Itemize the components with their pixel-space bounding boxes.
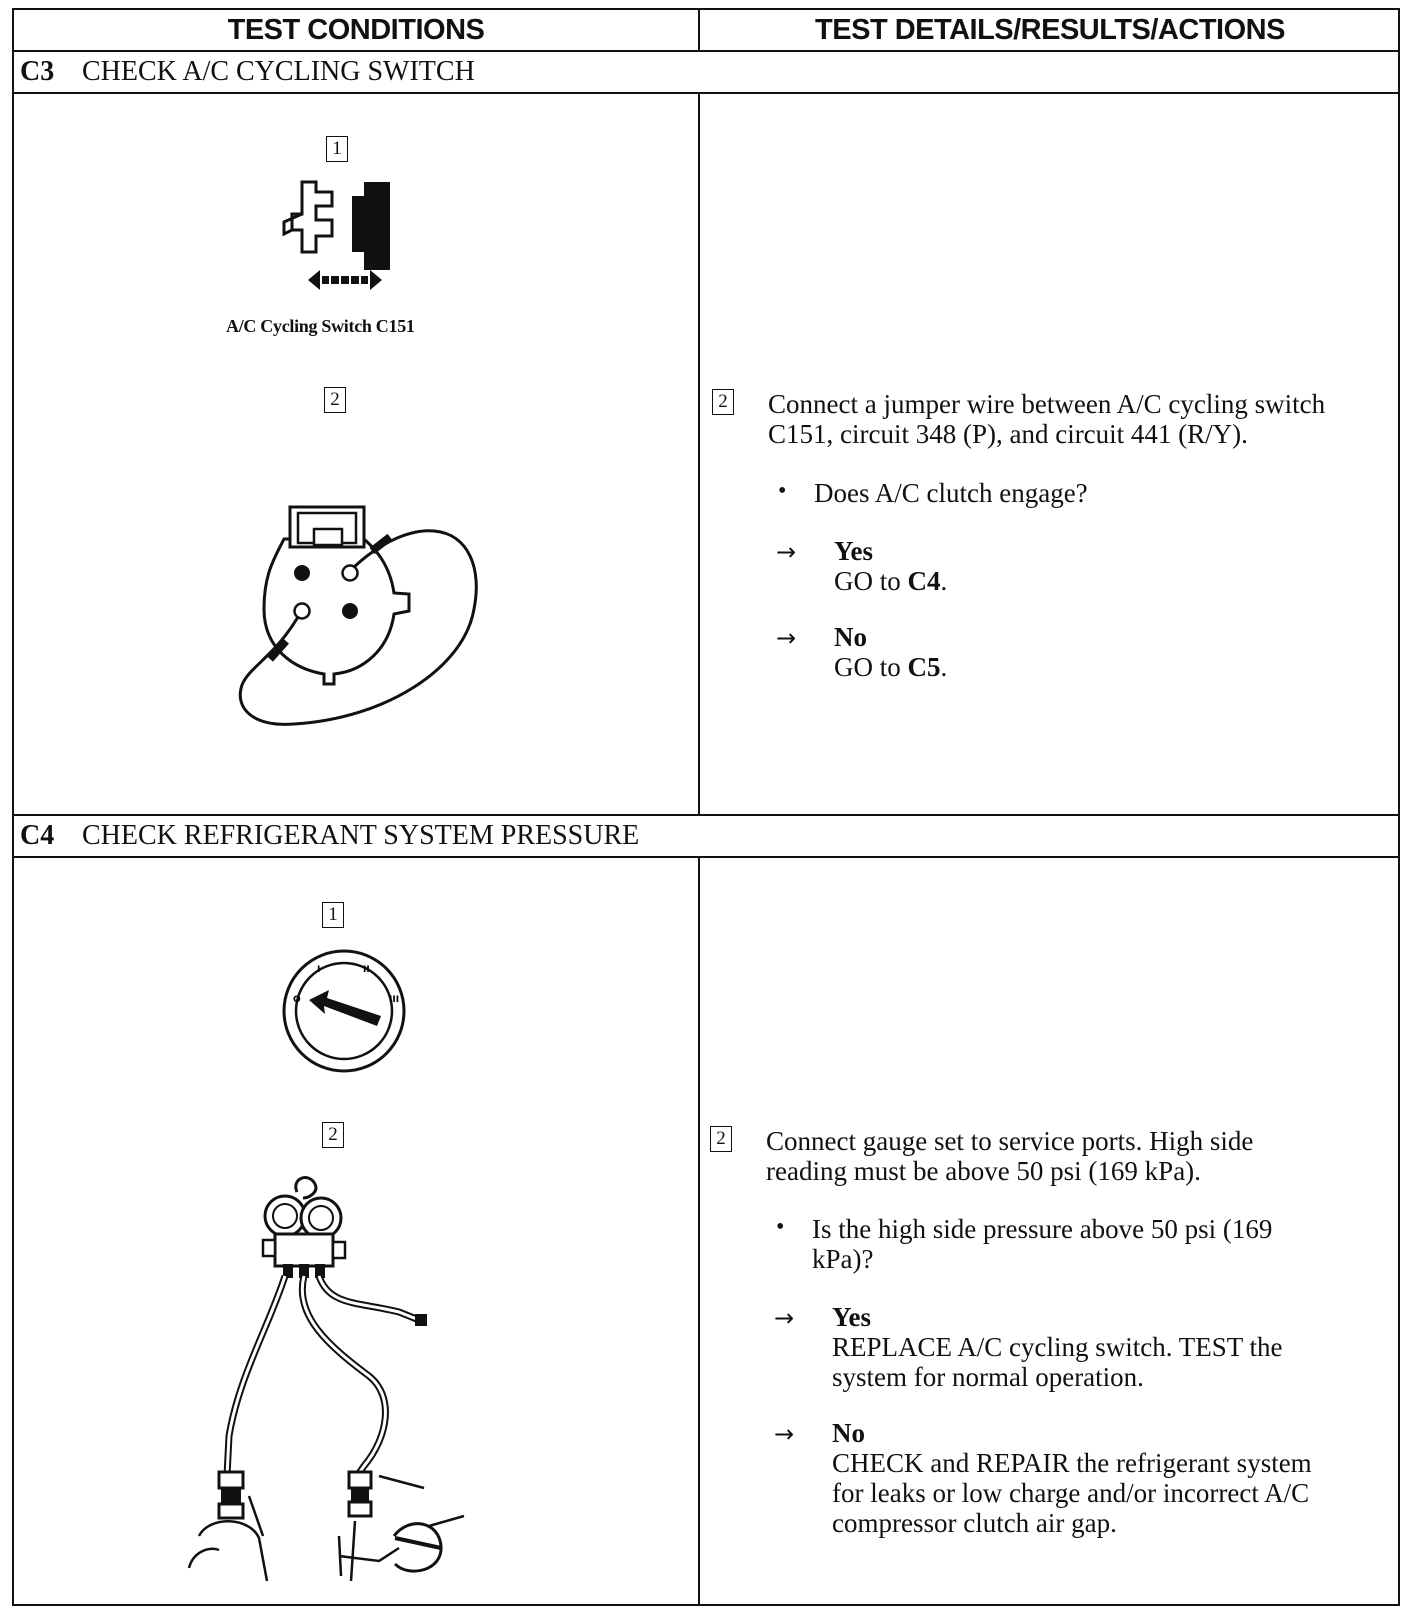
c4-detail-step-box: 2: [710, 1126, 732, 1152]
svg-text:I: I: [317, 965, 320, 975]
c4-answer-no-line-3: compressor clutch air gap.: [832, 1508, 1117, 1538]
c4-instruction-line-1: Connect gauge set to service ports. High…: [766, 1126, 1254, 1156]
c4-answer-yes-label: Yes: [832, 1302, 871, 1332]
c3-yes-target: C4: [907, 566, 941, 596]
section-c3-id: C3: [20, 56, 55, 87]
bullet-icon: •: [778, 478, 787, 504]
c3-detail-step-box: 2: [712, 389, 734, 415]
c3-answer-yes-action: GO to C4.: [834, 566, 948, 596]
svg-text:II: II: [363, 965, 370, 975]
c3-answer-yes-label: Yes: [834, 536, 873, 566]
c3-question: Does A/C clutch engage?: [814, 478, 1088, 508]
right-arrow-icon: →: [776, 624, 797, 652]
c3-answer-no-label: No: [834, 622, 867, 652]
section-c4-body: 1 O I II III 2: [14, 858, 1398, 1604]
section-c3-test-conditions: 1 A/C Cycling Switch C151 2: [14, 94, 700, 814]
right-arrow-icon: →: [776, 538, 797, 566]
c3-instruction-line-1: Connect a jumper wire between A/C cyclin…: [768, 389, 1326, 419]
jumper-wire-connector-icon: [238, 505, 478, 726]
c3-step-1-box: 1: [326, 136, 348, 162]
section-c4-title: C4 CHECK REFRIGERANT SYSTEM PRESSURE: [14, 816, 1398, 858]
section-c3-heading: CHECK A/C CYCLING SWITCH: [82, 56, 475, 87]
svg-text:III: III: [389, 995, 399, 1005]
section-c4-test-conditions: 1 O I II III 2: [14, 858, 700, 1604]
c3-step-2-box: 2: [324, 387, 346, 413]
section-c3-body: 1 A/C Cycling Switch C151 2: [14, 94, 1398, 816]
c4-instruction-line-2: reading must be above 50 psi (169 kPa).: [766, 1156, 1201, 1186]
svg-text:O: O: [293, 995, 301, 1005]
section-c4-test-details: 2 Connect gauge set to service ports. Hi…: [700, 858, 1398, 1604]
section-c4-id: C4: [20, 820, 55, 851]
section-c4-heading: CHECK REFRIGERANT SYSTEM PRESSURE: [82, 820, 640, 851]
table-header: TEST CONDITIONS TEST DETAILS/RESULTS/ACT…: [14, 10, 1398, 52]
c4-question-line-1: Is the high side pressure above 50 psi (…: [812, 1214, 1273, 1244]
gauge-manifold-set-icon: [187, 1176, 465, 1582]
connector-disconnect-icon: [282, 180, 390, 290]
c4-answer-no-line-2: for leaks or low charge and/or incorrect…: [832, 1478, 1310, 1508]
cycling-switch-caption: A/C Cycling Switch C151: [226, 316, 415, 336]
section-c3-title: C3 CHECK A/C CYCLING SWITCH: [14, 52, 1398, 94]
ignition-switch-off-icon: O I II III: [282, 949, 406, 1073]
header-test-conditions: TEST CONDITIONS: [14, 10, 700, 50]
c4-answer-no-label: No: [832, 1418, 865, 1448]
c4-question-line-2: kPa)?: [812, 1244, 874, 1274]
c4-answer-yes-line-2: system for normal operation.: [832, 1362, 1144, 1392]
section-c3-test-details: 2 Connect a jumper wire between A/C cycl…: [700, 94, 1398, 814]
c4-answer-yes-line-1: REPLACE A/C cycling switch. TEST the: [832, 1332, 1283, 1362]
diagnostic-table: TEST CONDITIONS TEST DETAILS/RESULTS/ACT…: [12, 8, 1400, 1606]
right-arrow-icon: →: [774, 1304, 795, 1332]
c3-answer-no-action: GO to C5.: [834, 652, 948, 682]
c4-step-1-box: 1: [322, 902, 344, 928]
header-test-details: TEST DETAILS/RESULTS/ACTIONS: [815, 13, 1285, 46]
c3-instruction-line-2: C151, circuit 348 (P), and circuit 441 (…: [768, 419, 1248, 449]
bullet-icon: •: [776, 1214, 785, 1240]
c3-no-target: C5: [907, 652, 941, 682]
c4-answer-no-line-1: CHECK and REPAIR the refrigerant system: [832, 1448, 1312, 1478]
c4-step-2-box: 2: [322, 1122, 344, 1148]
right-arrow-icon: →: [774, 1420, 795, 1448]
